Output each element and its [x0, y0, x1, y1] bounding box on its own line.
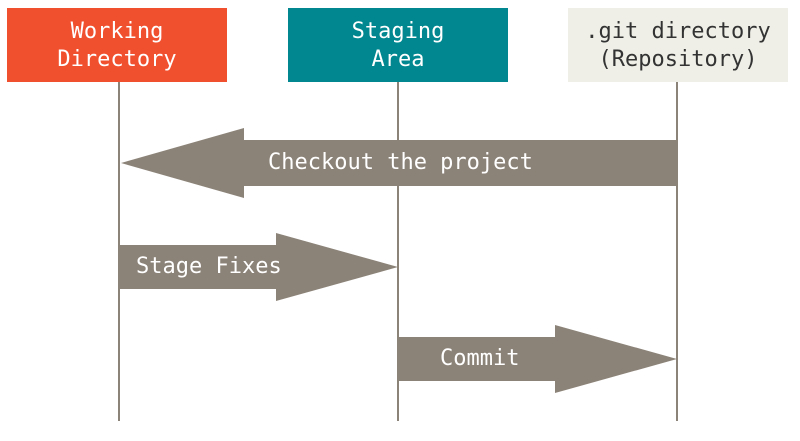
- arrow-commit: Commit: [398, 325, 677, 393]
- lane-label-staging-line1: Staging: [352, 19, 445, 44]
- lane-header-staging: Staging Area: [288, 8, 508, 82]
- lane-box-repo: [568, 8, 788, 82]
- lane-label-working-line1: Working: [71, 19, 164, 44]
- lane-label-repo-line1: .git directory: [585, 19, 770, 44]
- lane-box-staging: [288, 8, 508, 82]
- arrow-checkout: Checkout the project: [121, 128, 677, 198]
- lane-box-working: [7, 8, 227, 82]
- lane-label-working-line2: Directory: [57, 47, 176, 72]
- arrow-shape-checkout: [121, 128, 677, 198]
- arrow-label-commit: Commit: [440, 346, 519, 371]
- lane-header-repo: .git directory (Repository): [568, 8, 788, 82]
- arrow-shape-stage: [119, 233, 398, 301]
- arrow-label-stage: Stage Fixes: [136, 254, 282, 279]
- lane-label-repo-line2: (Repository): [599, 47, 758, 72]
- arrow-stage: Stage Fixes: [119, 233, 398, 301]
- arrow-shape-commit: [398, 325, 677, 393]
- lane-label-staging-line2: Area: [372, 47, 425, 72]
- arrow-label-checkout: Checkout the project: [268, 150, 533, 175]
- lane-header-working: Working Directory: [7, 8, 227, 82]
